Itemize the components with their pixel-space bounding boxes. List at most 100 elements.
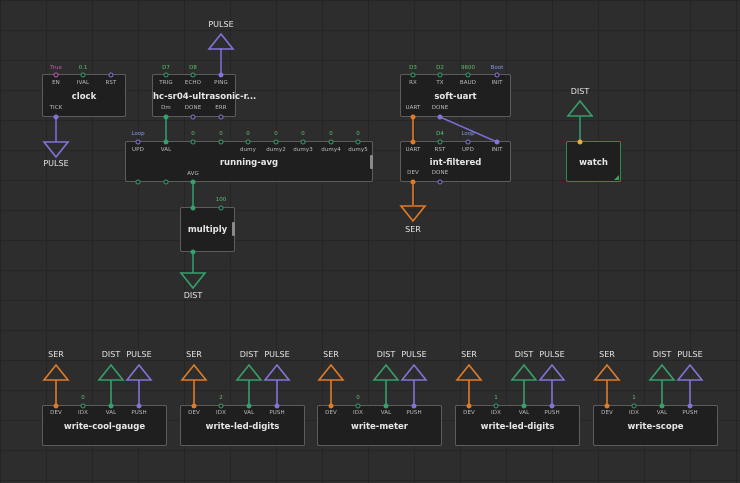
write-node-input-pin[interactable] <box>549 403 555 409</box>
soft-uart-rx-pin[interactable] <box>410 72 416 78</box>
running-avg-pin-label: dumy3 <box>293 147 313 153</box>
write-node-pin-label: DEV <box>601 410 613 416</box>
write-node-input-pin[interactable] <box>136 403 142 409</box>
running-avg-input-pin[interactable] <box>163 139 169 145</box>
hcsr04-err-pin[interactable] <box>218 114 224 120</box>
soft-uart-init-pin[interactable] <box>494 72 500 78</box>
soft-uart-uart-pin[interactable] <box>410 114 416 120</box>
clock-node[interactable]: clock <box>42 74 126 117</box>
running-avg-pin-value: 0 <box>219 131 223 137</box>
write-node-pin-label: PUSH <box>406 410 422 416</box>
multiply-node[interactable]: multiply <box>180 207 235 252</box>
write-node-input-pin[interactable] <box>631 403 637 409</box>
write-node[interactable]: write-cool-gauge <box>42 405 167 446</box>
multiply-in2-pin[interactable] <box>218 205 224 211</box>
ser-output-terminal[interactable] <box>399 205 427 223</box>
int-filtered-dev-pin[interactable] <box>410 179 416 185</box>
write-node-input-pin[interactable] <box>466 403 472 409</box>
clock-ival-pin[interactable] <box>80 72 86 78</box>
soft-uart-uart-label: UART <box>405 105 421 111</box>
wire-done-to-init[interactable] <box>439 116 498 143</box>
running-avg-out-pin-2[interactable] <box>163 179 169 185</box>
multiply-resize-handle[interactable] <box>232 222 235 236</box>
hcsr04-trig-pin[interactable] <box>163 72 169 78</box>
running-avg-pin-value: 0 <box>356 131 360 137</box>
ser-input-terminal[interactable] <box>42 363 70 381</box>
multiply-in1-pin[interactable] <box>190 205 196 211</box>
int-filtered-uart-pin[interactable] <box>410 139 416 145</box>
write-node[interactable]: write-scope <box>593 405 718 446</box>
running-avg-input-pin[interactable] <box>355 139 361 145</box>
ser-input-terminal[interactable] <box>180 363 208 381</box>
soft-uart-baud-pin[interactable] <box>465 72 471 78</box>
running-avg-input-pin[interactable] <box>273 139 279 145</box>
dist-input-terminal[interactable] <box>372 363 400 381</box>
running-avg-out-pin-1[interactable] <box>135 179 141 185</box>
write-node-input-pin[interactable] <box>274 403 280 409</box>
hcsr04-dm-pin[interactable] <box>163 114 169 120</box>
ser-input-terminal[interactable] <box>317 363 345 381</box>
pulse-input-terminal[interactable] <box>676 363 704 381</box>
watch-node[interactable]: watch <box>566 141 621 182</box>
write-node-input-pin[interactable] <box>108 403 114 409</box>
write-node[interactable]: write-meter <box>317 405 442 446</box>
pulse-input-terminal[interactable] <box>263 363 291 381</box>
write-node-input-pin[interactable] <box>53 403 59 409</box>
dist-input-terminal[interactable] <box>566 99 594 117</box>
hcsr04-done-pin[interactable] <box>190 114 196 120</box>
clock-en-pin[interactable] <box>53 72 59 78</box>
dist-input-terminal[interactable] <box>235 363 263 381</box>
ser-input-terminal[interactable] <box>593 363 621 381</box>
ser-input-terminal[interactable] <box>455 363 483 381</box>
write-node-input-pin[interactable] <box>246 403 252 409</box>
running-avg-input-pin[interactable] <box>190 139 196 145</box>
write-node-idx-value: 0 <box>356 395 360 401</box>
running-avg-avg-pin[interactable] <box>190 179 196 185</box>
hcsr04-ping-pin[interactable] <box>218 72 224 78</box>
multiply-out-pin[interactable] <box>190 249 196 255</box>
soft-uart-tx-pin[interactable] <box>437 72 443 78</box>
soft-uart-node[interactable]: soft-uart <box>400 74 511 117</box>
watch-in-pin[interactable] <box>577 139 583 145</box>
clock-tick-pin[interactable] <box>53 114 59 120</box>
write-node-input-pin[interactable] <box>659 403 665 409</box>
int-filtered-rst-pin[interactable] <box>437 139 443 145</box>
dist-input-terminal[interactable] <box>648 363 676 381</box>
write-node-input-pin[interactable] <box>493 403 499 409</box>
running-avg-input-pin[interactable] <box>300 139 306 145</box>
running-avg-input-pin[interactable] <box>328 139 334 145</box>
write-node-input-pin[interactable] <box>411 403 417 409</box>
write-node-input-pin[interactable] <box>383 403 389 409</box>
pulse-input-terminal[interactable] <box>400 363 428 381</box>
running-avg-input-pin[interactable] <box>135 139 141 145</box>
write-node-input-pin[interactable] <box>218 403 224 409</box>
int-filtered-upd-pin[interactable] <box>465 139 471 145</box>
hcsr04-echo-pin[interactable] <box>190 72 196 78</box>
write-node-input-pin[interactable] <box>521 403 527 409</box>
dist-output-terminal[interactable] <box>179 272 207 290</box>
running-avg-input-pin[interactable] <box>218 139 224 145</box>
write-node-input-pin[interactable] <box>80 403 86 409</box>
pulse-input-terminal[interactable] <box>125 363 153 381</box>
running-avg-pin-label: dumy4 <box>321 147 341 153</box>
clock-rst-pin[interactable] <box>108 72 114 78</box>
write-node-input-pin[interactable] <box>687 403 693 409</box>
running-avg-input-pin[interactable] <box>245 139 251 145</box>
pulse-input-terminal[interactable] <box>207 32 235 50</box>
dist-input-terminal[interactable] <box>97 363 125 381</box>
watch-title: watch <box>579 158 608 168</box>
write-node[interactable]: write-led-digits <box>455 405 580 446</box>
write-node-input-pin[interactable] <box>355 403 361 409</box>
write-node[interactable]: write-led-digits <box>180 405 305 446</box>
soft-uart-done-pin[interactable] <box>437 114 443 120</box>
pulse-input-terminal[interactable] <box>538 363 566 381</box>
int-filtered-init-pin[interactable] <box>494 139 500 145</box>
write-node-input-pin[interactable] <box>604 403 610 409</box>
int-filtered-node[interactable]: int-filtered <box>400 141 511 182</box>
dist-input-terminal[interactable] <box>510 363 538 381</box>
int-filtered-done-pin[interactable] <box>437 179 443 185</box>
pulse-output-terminal[interactable] <box>42 141 70 159</box>
running-avg-resize-handle[interactable] <box>370 155 373 169</box>
write-node-input-pin[interactable] <box>191 403 197 409</box>
write-node-input-pin[interactable] <box>328 403 334 409</box>
